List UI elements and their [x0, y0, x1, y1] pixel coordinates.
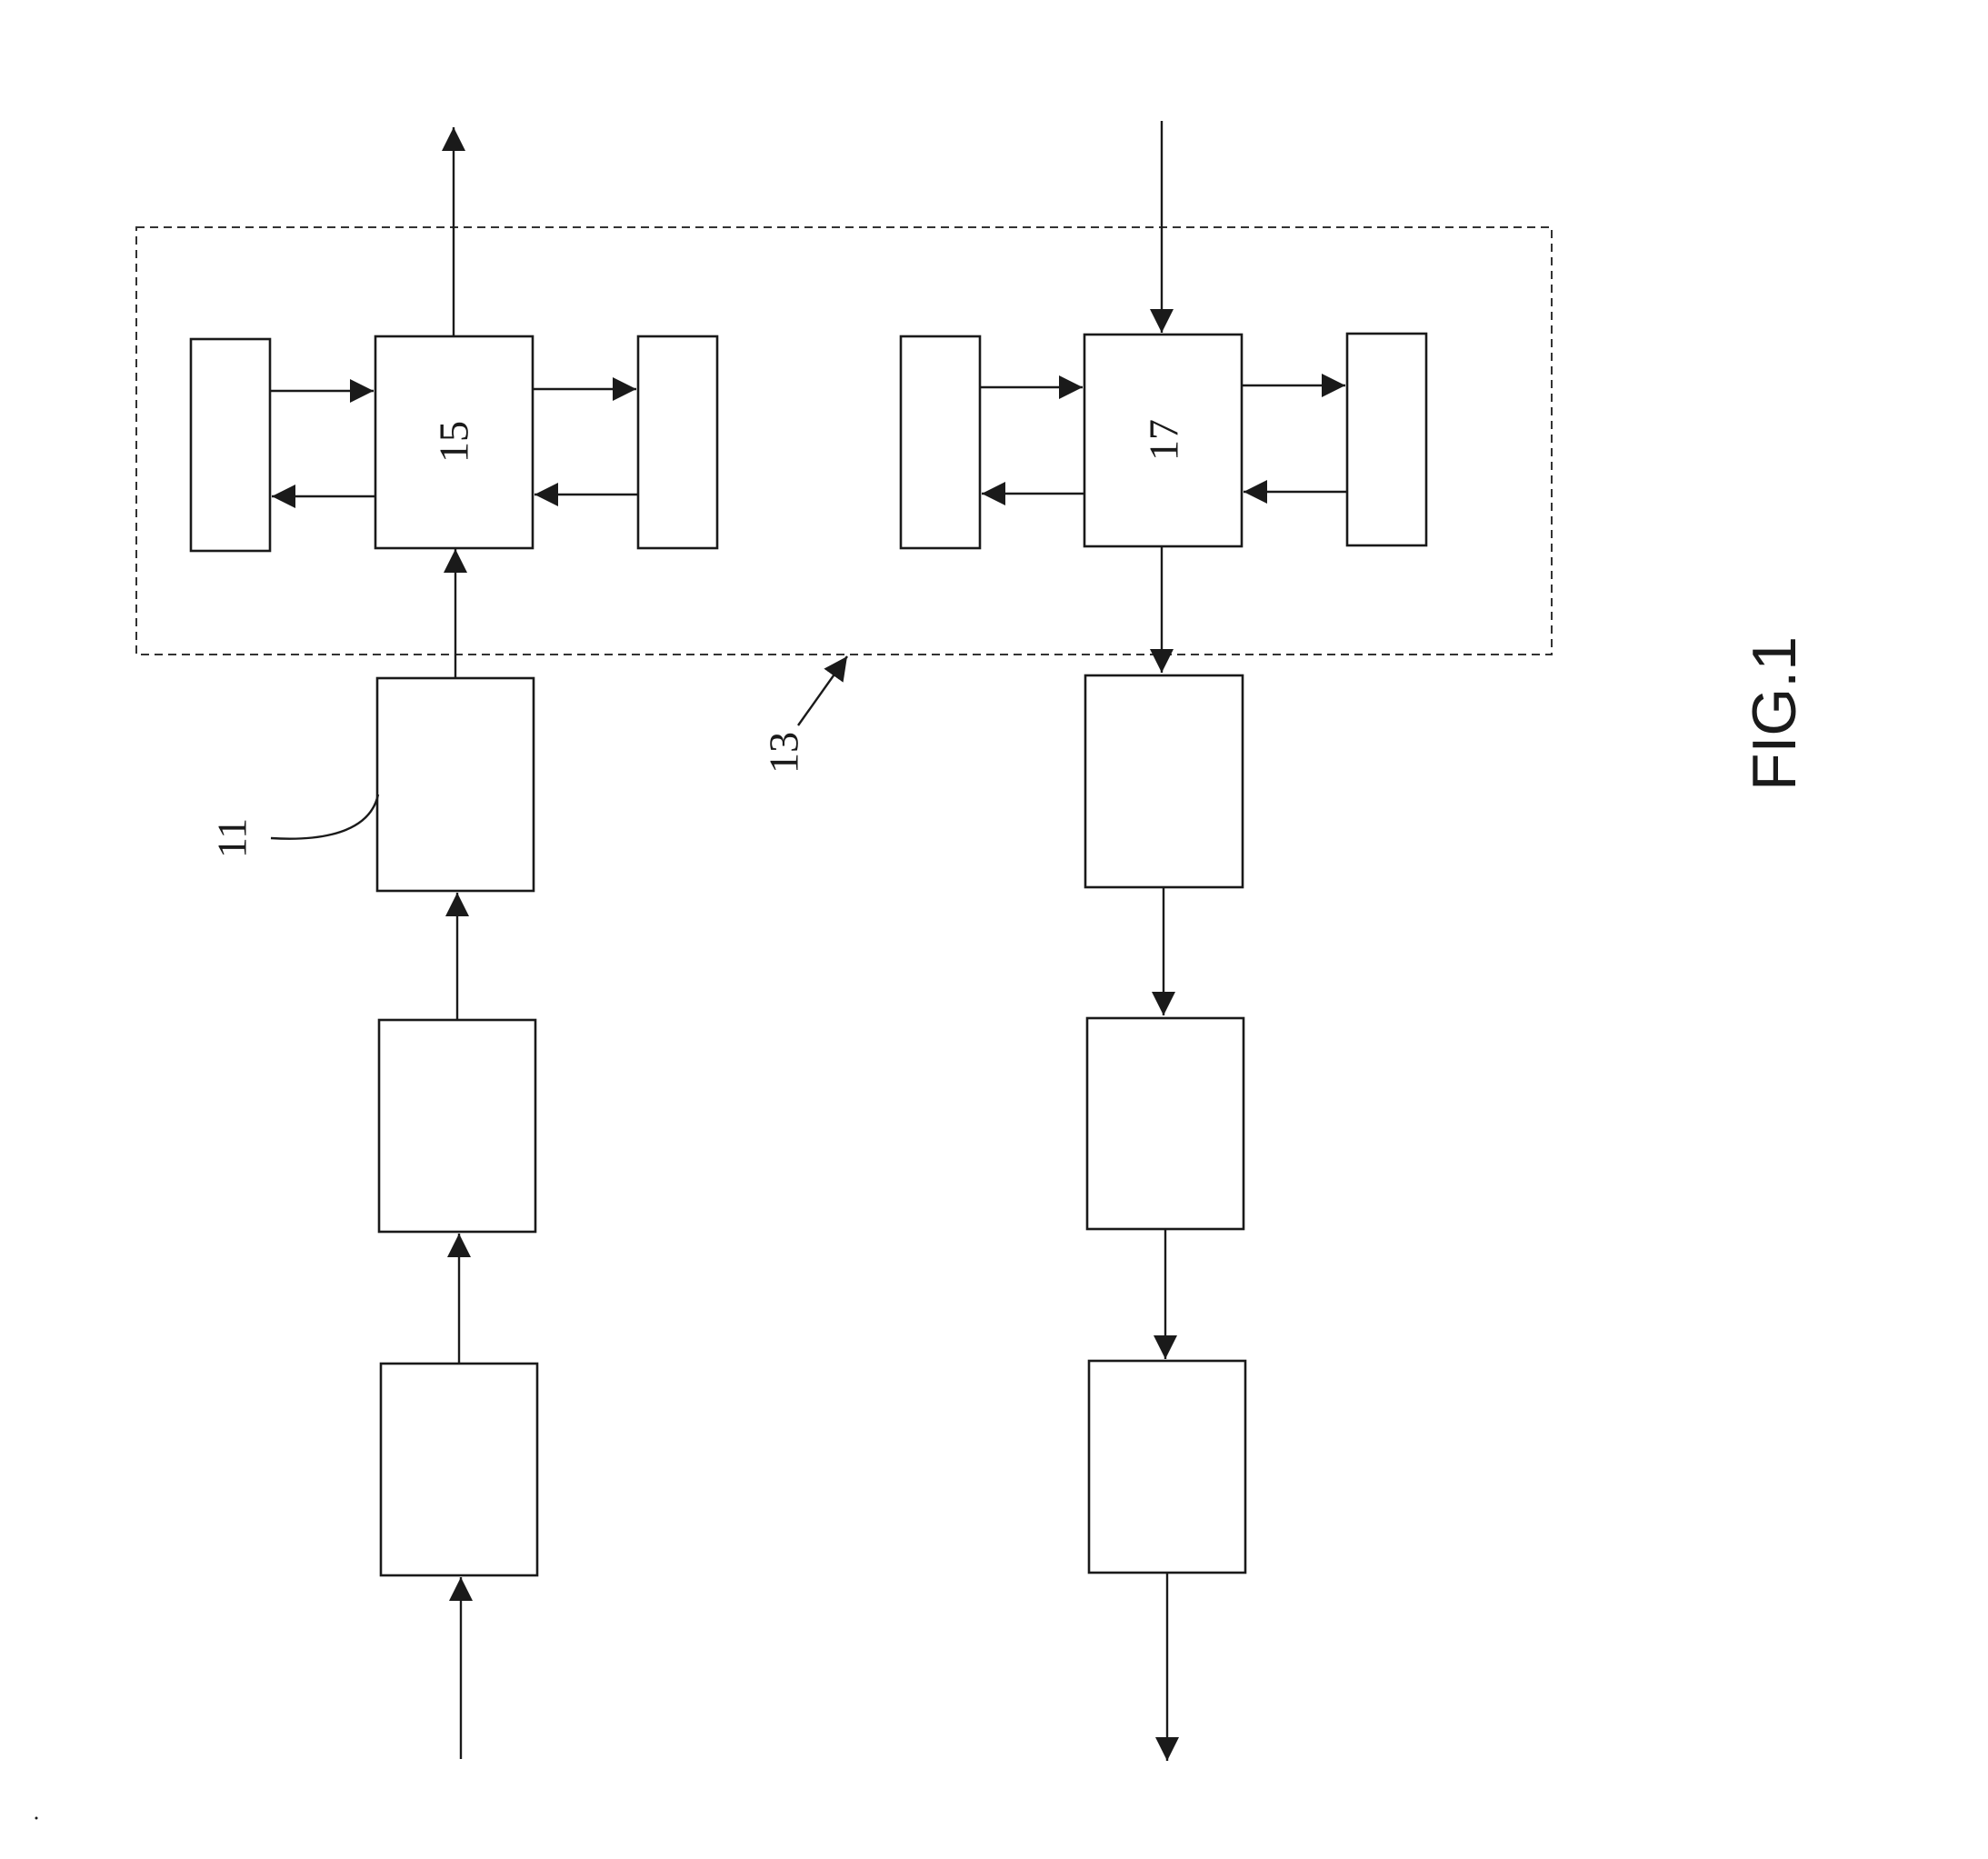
ref-13-leader-arrow	[797, 655, 848, 726]
block-17-left-aux	[899, 335, 982, 550]
group-13-dashed-boundary	[135, 226, 1553, 655]
block-11	[375, 676, 535, 893]
block-17-right-aux	[1345, 332, 1428, 547]
block-15-right-aux	[636, 335, 719, 550]
scan-speck	[35, 1816, 38, 1820]
block-15-label: 15	[431, 421, 477, 463]
right-block-middle	[1085, 1016, 1245, 1231]
right-block-top	[1084, 674, 1244, 889]
figure-label: FIG.1	[1740, 636, 1809, 791]
ref-13-label: 13	[761, 732, 807, 774]
right-block-bottom	[1087, 1359, 1247, 1574]
block-15-left-aux	[189, 337, 272, 553]
block-15	[374, 335, 534, 550]
ref-11-label: 11	[209, 818, 255, 858]
block-17-label: 17	[1141, 419, 1187, 461]
ref-11-leader-line	[270, 794, 380, 840]
block-17	[1083, 333, 1244, 548]
left-block-middle	[377, 1018, 537, 1234]
left-block-bottom	[379, 1362, 539, 1577]
